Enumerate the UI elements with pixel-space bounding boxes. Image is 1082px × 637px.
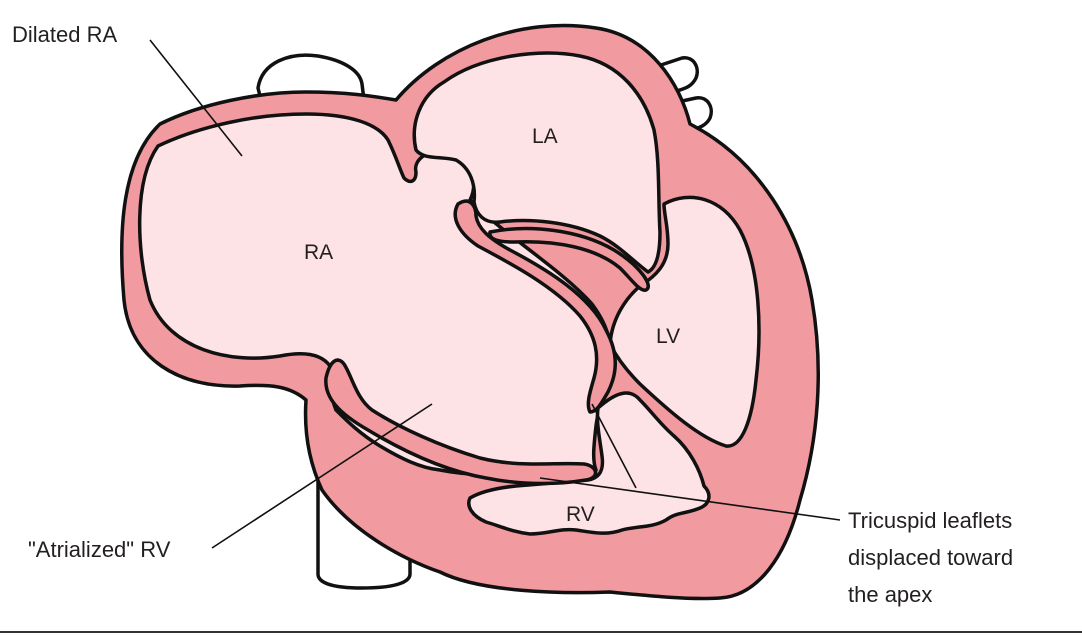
tricuspid-leaflet-strand	[324, 358, 598, 486]
left-atrium-chamber	[412, 51, 662, 274]
label-ra: RA	[304, 241, 333, 264]
label-la: LA	[532, 125, 558, 148]
label-dilated-ra: Dilated RA	[12, 22, 117, 47]
leader-dilated-ra	[149, 39, 243, 157]
mitral-leaflet-strand	[488, 226, 650, 292]
label-lv: LV	[656, 325, 680, 348]
leader-atrialized-rv	[211, 403, 433, 549]
left-ventricle-chamber	[608, 195, 761, 448]
label-tricuspid-line2: displaced toward	[848, 545, 1013, 570]
label-atrialized-rv: "Atrialized" RV	[28, 537, 171, 562]
right-atrium-chamber	[137, 112, 613, 477]
label-tricuspid-line3: the apex	[848, 582, 932, 607]
label-rv: RV	[566, 503, 595, 526]
label-tricuspid-line1: Tricuspid leaflets	[848, 508, 1012, 533]
leader-tricuspid-b	[539, 477, 841, 521]
leader-tricuspid-a	[591, 403, 637, 489]
